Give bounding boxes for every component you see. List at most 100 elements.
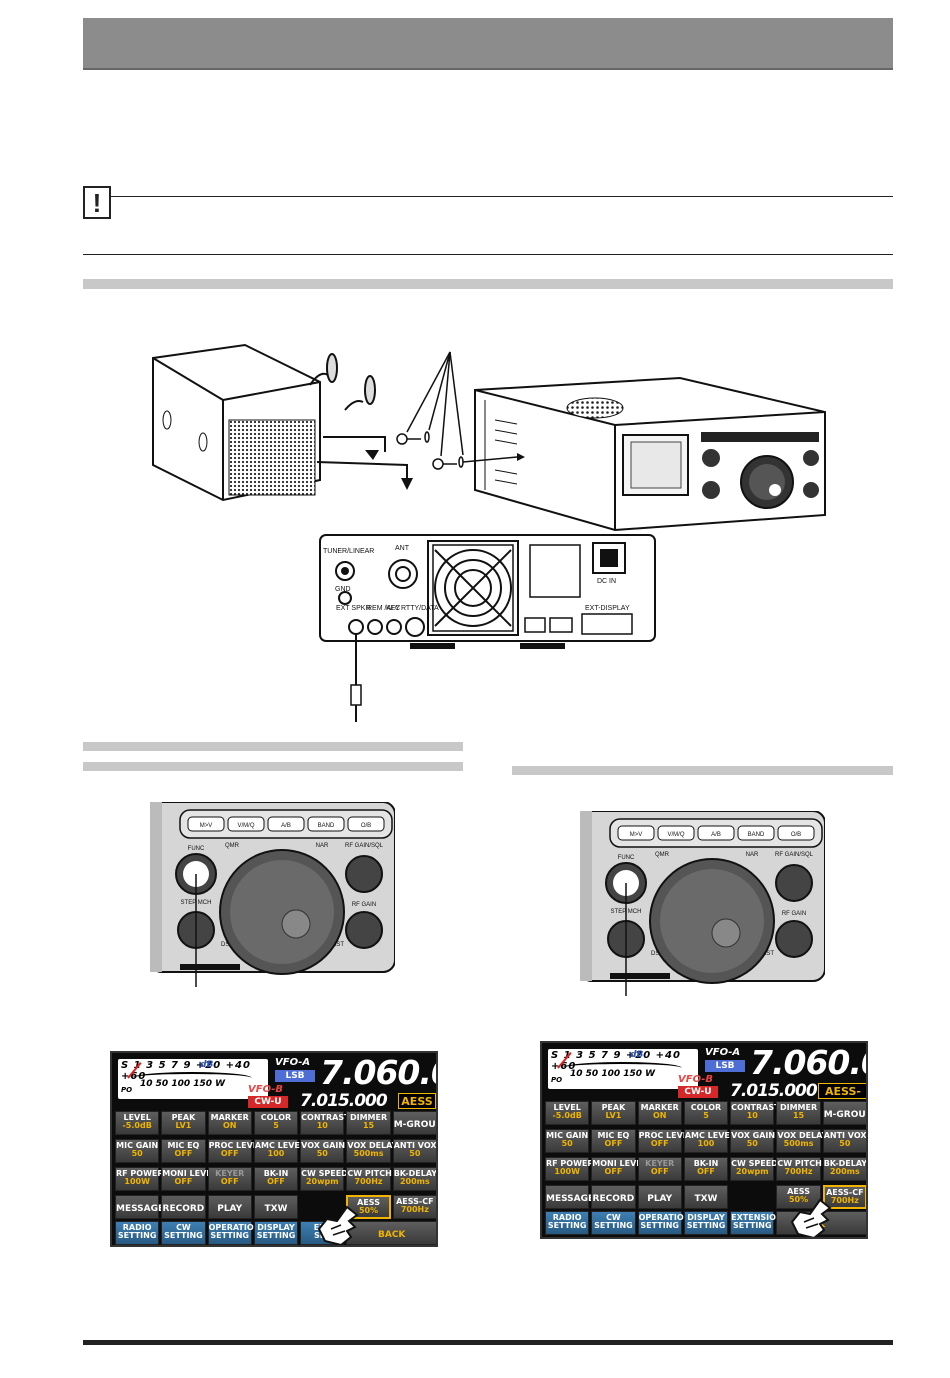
lcd-key-txw[interactable]: TXW bbox=[683, 1185, 729, 1209]
vfo-a-frequency: 7.060.000 bbox=[750, 1043, 866, 1082]
lcd-key-record[interactable]: RECORD bbox=[591, 1185, 636, 1209]
lcd-key-play[interactable]: PLAY bbox=[637, 1185, 682, 1209]
key-value: OFF bbox=[174, 1177, 193, 1187]
key-label: PLAY bbox=[647, 1194, 673, 1204]
key-value: 200ms bbox=[829, 1167, 860, 1177]
key-label: MIC GAIN bbox=[116, 1141, 159, 1150]
key-label: DIMMER bbox=[349, 1113, 388, 1122]
key-label: CW PITCH bbox=[347, 1169, 392, 1178]
key-value: 500ms bbox=[353, 1149, 384, 1159]
vfo-b-frequency: 7.015.000 bbox=[300, 1091, 388, 1111]
front-panel-right: M>V V/M/Q A/B BAND O/B QMR NAR RF GAIN/S… bbox=[580, 811, 825, 996]
vfo-b-mode: CW-U bbox=[248, 1096, 288, 1108]
lcd-key-message[interactable]: MESSAGE bbox=[545, 1185, 594, 1209]
lcd-key-level[interactable]: LEVEL-5.0dB bbox=[545, 1101, 590, 1125]
label-func-right: FUNC bbox=[618, 855, 635, 861]
lcd-key-txw[interactable]: TXW bbox=[253, 1195, 299, 1219]
key-label: PROC LEVEL bbox=[638, 1131, 694, 1140]
key-value: 50 bbox=[131, 1149, 143, 1159]
front-panel-left: M>V V/M/Q A/B BAND O/B QMR NAR RF GAIN/S… bbox=[150, 802, 395, 987]
lcd-key-back[interactable]: BACK bbox=[346, 1221, 436, 1245]
key-label: COLOR bbox=[260, 1113, 292, 1122]
label-qmr-right: QMR bbox=[655, 852, 670, 858]
front-panel-illustration-right: M>V V/M/Q A/B BAND O/B QMR NAR RF GAIN/S… bbox=[580, 811, 825, 996]
key-label: MONI LEVEL bbox=[162, 1169, 217, 1178]
lcd-key-m-group[interactable]: M-GROUP bbox=[822, 1101, 866, 1125]
key-value: 100W bbox=[124, 1177, 150, 1187]
lcd-key-play[interactable]: PLAY bbox=[207, 1195, 252, 1219]
key-label: RADIO bbox=[122, 1223, 152, 1232]
btn-ab-left: A/B bbox=[281, 823, 291, 829]
key-label: LEVEL bbox=[553, 1103, 581, 1112]
lcd-key-m-group[interactable]: M-GROUP bbox=[392, 1111, 438, 1135]
key-label: CW bbox=[176, 1223, 191, 1232]
key-label: M-GROUP bbox=[393, 1120, 438, 1130]
key-value: 700Hz bbox=[354, 1177, 383, 1187]
lcd-key-record[interactable]: RECORD bbox=[161, 1195, 206, 1219]
vfo-a-label: VFO-A bbox=[275, 1057, 311, 1068]
key-value: OFF bbox=[604, 1139, 623, 1149]
lcd-key-level[interactable]: LEVEL-5.0dB bbox=[115, 1111, 160, 1135]
key-label: RECORD bbox=[162, 1204, 205, 1214]
key-value: LV1 bbox=[605, 1111, 622, 1121]
lcd-key-message[interactable]: MESSAGE bbox=[115, 1195, 164, 1219]
label-qmr-left: QMR bbox=[225, 843, 240, 849]
key-value: SETTING bbox=[594, 1221, 633, 1231]
key-value: OFF bbox=[220, 1149, 239, 1159]
